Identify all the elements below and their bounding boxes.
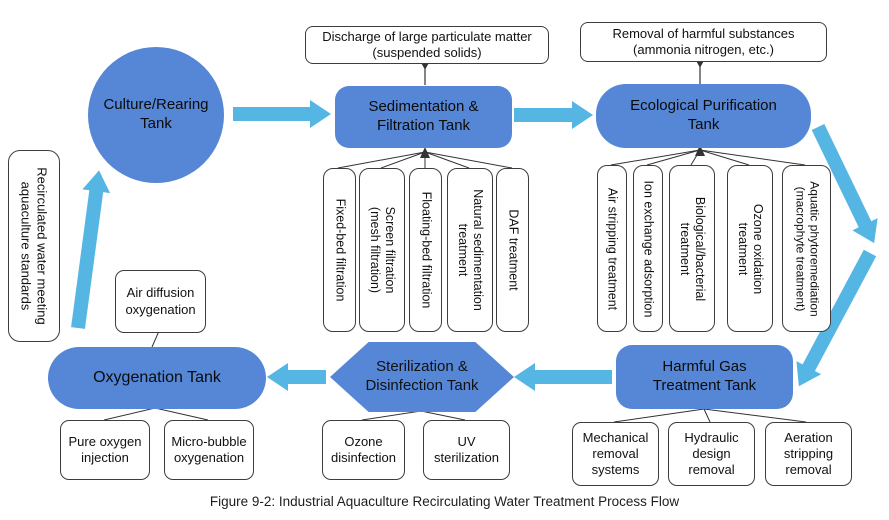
note-recirculated-water: Recirculated water meeting aquaculture s…: [8, 150, 60, 342]
callout-discharge: Discharge of large particulate matter (s…: [305, 26, 549, 64]
box-mechanical-removal: Mechanical removal systems: [572, 422, 659, 486]
arrow-sterilization-to-oxygenation: [267, 363, 326, 391]
tank-sterilization-label: Sterilization & Disinfection Tank: [365, 358, 479, 394]
fan-oxygenation-methods: [103, 407, 209, 421]
method-label: Air stripping treatment: [605, 187, 620, 310]
line-air-diffusion-to-oxygenation: [151, 330, 160, 348]
fan-arrowhead-ecological: [695, 145, 705, 156]
tank-oxygenation: Oxygenation Tank: [48, 347, 266, 409]
box-uv-sterilization: UV sterilization: [423, 420, 510, 480]
method-label: Screen filtration (mesh filtration): [368, 206, 397, 294]
tank-harmful-gas-treatment: Harmful Gas Treatment Tank: [616, 345, 793, 409]
hexagon-shape: [330, 342, 514, 412]
box-pure-oxygen-injection: Pure oxygen injection: [60, 420, 150, 480]
method-screen-filtration: Screen filtration (mesh filtration): [359, 168, 405, 332]
tank-ecological-purification: Ecological Purification Tank: [596, 84, 811, 148]
arrow-ecological-down-right: [811, 123, 878, 244]
tank-sedimentation-filtration: Sedimentation & Filtration Tank: [335, 86, 512, 148]
fan-harmful-gas-methods: [613, 408, 807, 423]
method-label: Natural sedimentation treatment: [456, 189, 485, 311]
method-floating-bed-filtration: Floating-bed filtration: [409, 168, 442, 332]
method-label: DAF treatment: [506, 209, 520, 291]
arrow-culture-to-sedimentation: [233, 100, 331, 128]
method-ozone-oxidation: Ozone oxidation treatment: [727, 165, 773, 332]
method-label: Ozone oxidation treatment: [736, 203, 765, 294]
callout-removal: Removal of harmful substances (ammonia n…: [580, 22, 827, 62]
method-label: Aquatic phytoremediation (macrophyte tre…: [792, 180, 821, 317]
arrow-sedimentation-to-ecological: [514, 101, 593, 129]
figure-caption: Figure 9-2: Industrial Aquaculture Recir…: [209, 494, 680, 509]
method-air-stripping: Air stripping treatment: [597, 165, 627, 332]
fan-sedimentation-methods: [337, 151, 513, 169]
method-natural-sedimentation: Natural sedimentation treatment: [447, 168, 493, 332]
method-label: Biological/bacterial treatment: [678, 196, 707, 301]
method-biological-bacterial: Biological/bacterial treatment: [669, 165, 715, 332]
fan-sterilization-methods: [361, 410, 466, 421]
box-air-diffusion: Air diffusion oxygenation: [115, 270, 206, 333]
arrow-oxygenation-to-culture: [71, 170, 111, 329]
fan-arrowhead-sedimentation: [420, 147, 430, 158]
fan-ecological-methods: [610, 149, 806, 166]
arrow-harmful-gas-to-sterilization: [514, 363, 612, 391]
box-aeration-stripping-removal: Aeration stripping removal: [765, 422, 852, 486]
method-ion-exchange: Ion exchange adsorption: [633, 165, 663, 332]
method-aquatic-phytoremediation: Aquatic phytoremediation (macrophyte tre…: [782, 165, 831, 332]
method-label: Ion exchange adsorption: [641, 180, 656, 317]
tank-sterilization-disinfection: Sterilization & Disinfection Tank: [330, 342, 514, 412]
method-fixed-bed-filtration: Fixed-bed filtration: [323, 168, 356, 332]
note-recirculated-water-label: Recirculated water meeting aquaculture s…: [19, 167, 50, 325]
box-hydraulic-design-removal: Hydraulic design removal: [668, 422, 755, 486]
tank-culture-rearing: Culture/Rearing Tank: [88, 47, 224, 183]
method-label: Floating-bed filtration: [419, 191, 433, 309]
method-daf-treatment: DAF treatment: [496, 168, 529, 332]
arrow-down-to-harmful-gas: [796, 249, 877, 387]
method-label: Fixed-bed filtration: [333, 198, 347, 302]
box-micro-bubble-oxygenation: Micro-bubble oxygenation: [164, 420, 254, 480]
box-ozone-disinfection: Ozone disinfection: [322, 420, 405, 480]
